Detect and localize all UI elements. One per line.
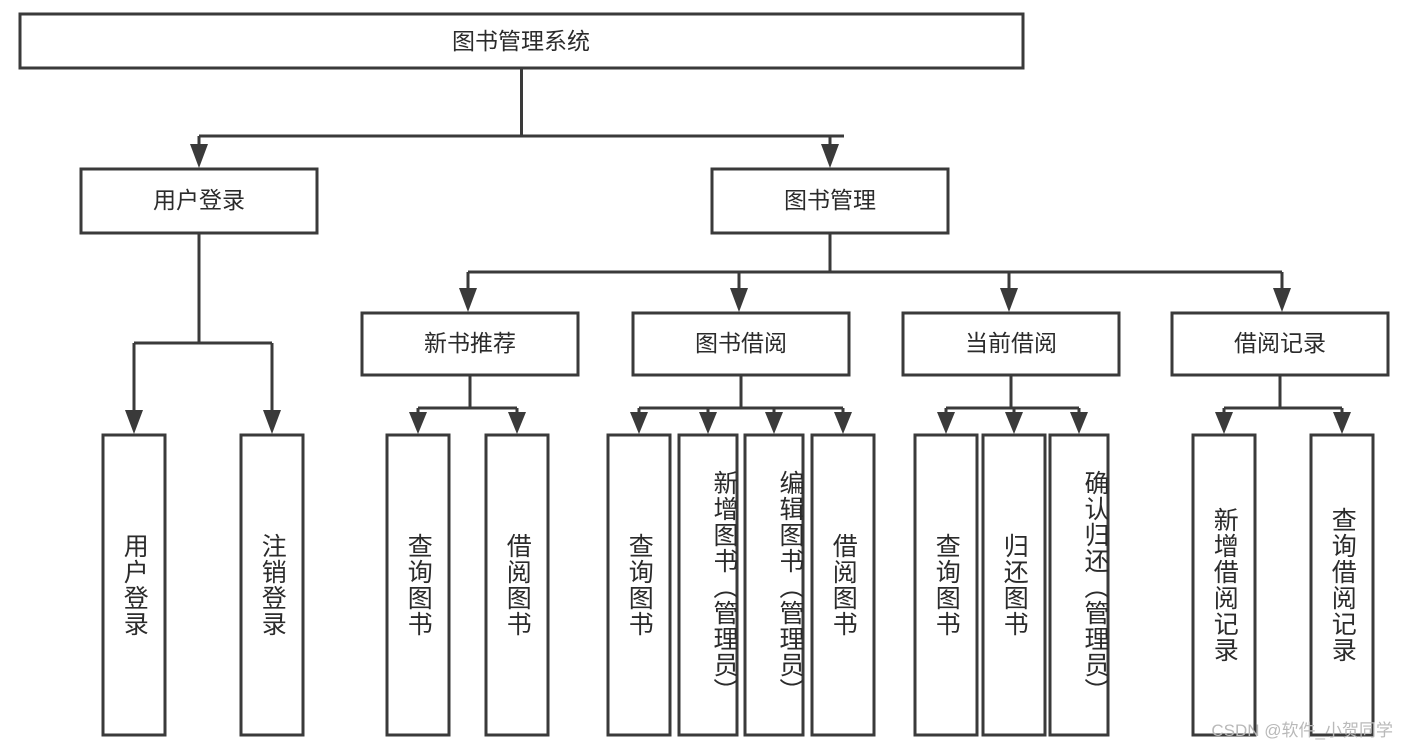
leaf-node-query-book-current[interactable]: 查询图书 <box>913 433 979 737</box>
arrowhead-leaf-query-record <box>1333 412 1351 434</box>
leaf-query-book-rec-box[interactable] <box>385 433 451 737</box>
leaf-query-book-borrow-box[interactable] <box>606 433 672 737</box>
leaf-edit-book-box[interactable] <box>743 433 805 737</box>
new-book-recommend-box[interactable] <box>360 311 580 377</box>
leaf-node-query-book-rec[interactable]: 查询图书 <box>385 433 451 737</box>
leaf-user-login-label: 用户登录 <box>120 533 149 637</box>
arrowhead-book-management <box>821 144 839 168</box>
node-book-management[interactable]: 图书管理 <box>710 167 950 235</box>
leaf-add-record-textwrap: 新增借阅记录 <box>1210 507 1239 663</box>
leaf-borrow-book-textwrap: 借阅图书 <box>829 533 858 637</box>
leaf-query-book-rec-textwrap: 查询图书 <box>404 533 433 637</box>
leaf-confirm-return-label: 确认归还（管理员） <box>1081 470 1108 704</box>
arrowhead-leaf-query-book-rec <box>409 412 427 434</box>
leaf-query-book-current-box[interactable] <box>913 433 979 737</box>
leaf-query-book-rec-label: 查询图书 <box>404 533 433 637</box>
leaf-logout-label: 注销登录 <box>258 533 287 637</box>
leaf-node-return-book[interactable]: 归还图书 <box>981 433 1047 737</box>
leaf-node-borrow-book-rec[interactable]: 借阅图书 <box>484 433 550 737</box>
leaf-query-book-borrow-textwrap: 查询图书 <box>625 533 654 637</box>
arrowhead-user-login <box>190 144 208 168</box>
new-book-recommend-label: 新书推荐 <box>424 330 516 356</box>
leaf-query-book-current-label: 查询图书 <box>932 533 961 637</box>
leaf-query-record-textwrap: 查询借阅记录 <box>1328 507 1357 663</box>
arrowhead-leaf-edit-book <box>765 412 783 434</box>
leaf-edit-book-label: 编辑图书（管理员） <box>776 470 803 704</box>
user-login-box[interactable] <box>79 167 319 235</box>
leaf-add-record-label: 新增借阅记录 <box>1210 507 1239 663</box>
arrowhead-leaf-logout <box>263 410 281 434</box>
leaf-borrow-book-rec-label: 借阅图书 <box>503 533 532 637</box>
leaf-query-record-box[interactable] <box>1309 433 1375 737</box>
arrowhead-leaf-confirm-return <box>1070 412 1088 434</box>
leaf-add-book-box[interactable] <box>677 433 739 737</box>
node-current-borrow[interactable]: 当前借阅 <box>901 311 1121 377</box>
arrowhead-leaf-query-book-current <box>937 412 955 434</box>
arrowhead-leaf-borrow-book-rec <box>508 412 526 434</box>
arrowhead-leaf-borrow-book <box>834 412 852 434</box>
borrow-records-box[interactable] <box>1170 311 1390 377</box>
book-management-box[interactable] <box>710 167 950 235</box>
leaf-node-add-record[interactable]: 新增借阅记录 <box>1191 433 1257 737</box>
borrow-records-label: 借阅记录 <box>1234 330 1326 356</box>
leaf-query-book-current-textwrap: 查询图书 <box>932 533 961 637</box>
arrowhead-leaf-user-login <box>125 410 143 434</box>
leaf-add-book-textwrap: 新增图书（管理员） <box>710 470 737 704</box>
leaf-node-user-login[interactable]: 用户登录 <box>101 433 167 737</box>
leaf-node-query-book-borrow[interactable]: 查询图书 <box>606 433 672 737</box>
arrowhead-leaf-add-record <box>1215 412 1233 434</box>
book-borrow-box[interactable] <box>631 311 851 377</box>
arrowhead-leaf-add-book <box>699 412 717 434</box>
book-management-label: 图书管理 <box>784 187 876 213</box>
leaf-query-book-borrow-label: 查询图书 <box>625 533 654 637</box>
arrowhead-current-borrow <box>1000 288 1018 312</box>
leaf-query-record-label: 查询借阅记录 <box>1328 507 1357 663</box>
node-user-login[interactable]: 用户登录 <box>79 167 319 235</box>
node-book-borrow[interactable]: 图书借阅 <box>631 311 851 377</box>
leaf-user-login-box[interactable] <box>101 433 167 737</box>
leaf-logout-box[interactable] <box>239 433 305 737</box>
leaf-node-logout[interactable]: 注销登录 <box>239 433 305 737</box>
leaf-node-edit-book[interactable]: 编辑图书（管理员） <box>743 433 805 737</box>
root-label: 图书管理系统 <box>452 28 590 54</box>
root-box[interactable] <box>18 12 1025 70</box>
node-root[interactable]: 图书管理系统 <box>18 12 1025 70</box>
arrowhead-leaf-query-book-borrow <box>630 412 648 434</box>
node-borrow-records[interactable]: 借阅记录 <box>1170 311 1390 377</box>
connector-layer <box>125 68 1351 434</box>
arrowhead-borrow-records <box>1273 288 1291 312</box>
leaf-return-book-box[interactable] <box>981 433 1047 737</box>
leaf-confirm-return-textwrap: 确认归还（管理员） <box>1081 470 1108 704</box>
leaf-borrow-book-rec-box[interactable] <box>484 433 550 737</box>
leaf-confirm-return-box[interactable] <box>1048 433 1110 737</box>
leaf-edit-book-textwrap: 编辑图书（管理员） <box>776 470 803 704</box>
current-borrow-label: 当前借阅 <box>965 330 1057 356</box>
leaf-return-book-textwrap: 归还图书 <box>1000 533 1029 637</box>
leaf-node-confirm-return[interactable]: 确认归还（管理员） <box>1048 433 1110 737</box>
leaf-node-query-record[interactable]: 查询借阅记录 <box>1309 433 1375 737</box>
user-login-label: 用户登录 <box>153 187 245 213</box>
arrowhead-book-borrow <box>730 288 748 312</box>
current-borrow-box[interactable] <box>901 311 1121 377</box>
arrowhead-new-book-recommend <box>459 288 477 312</box>
leaf-borrow-book-rec-textwrap: 借阅图书 <box>503 533 532 637</box>
node-new-book-recommend[interactable]: 新书推荐 <box>360 311 580 377</box>
leaf-add-record-box[interactable] <box>1191 433 1257 737</box>
leaf-borrow-book-box[interactable] <box>810 433 876 737</box>
leaf-node-borrow-book[interactable]: 借阅图书 <box>810 433 876 737</box>
leaf-logout-textwrap: 注销登录 <box>258 533 287 637</box>
leaf-borrow-book-label: 借阅图书 <box>829 533 858 637</box>
leaf-return-book-label: 归还图书 <box>1000 533 1029 637</box>
arrowhead-leaf-return-book <box>1005 412 1023 434</box>
leaf-user-login-textwrap: 用户登录 <box>120 533 149 637</box>
book-borrow-label: 图书借阅 <box>695 330 787 356</box>
leaf-add-book-label: 新增图书（管理员） <box>710 470 737 704</box>
leaf-node-add-book[interactable]: 新增图书（管理员） <box>677 433 739 737</box>
